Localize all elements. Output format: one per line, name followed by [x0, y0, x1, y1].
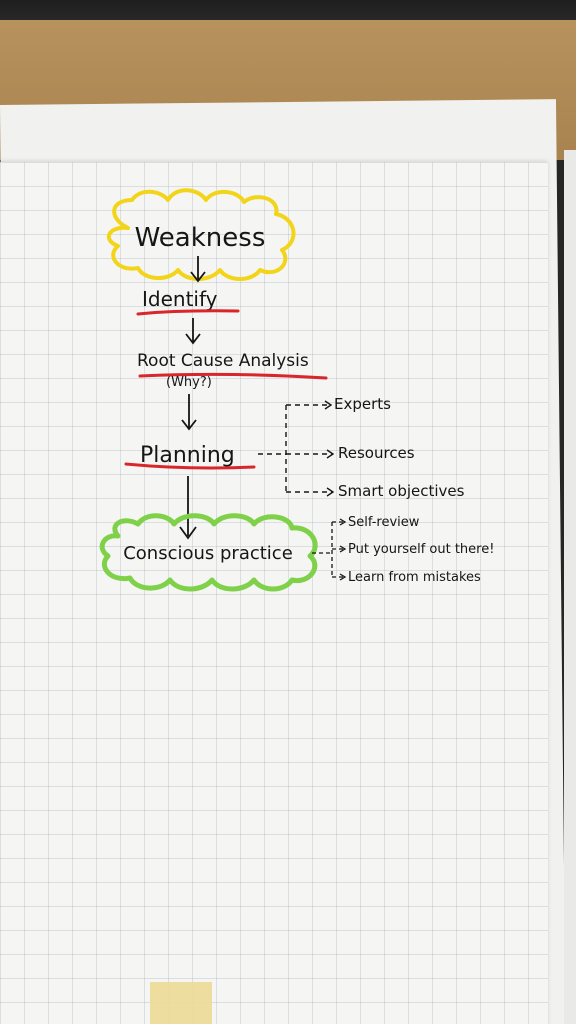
planning-branch-connectors: [258, 404, 332, 493]
practice-branch-connectors: [312, 521, 344, 578]
grid-paper: [0, 162, 548, 1024]
branch-self-review: Self-review: [348, 515, 420, 530]
branch-learn-from-mistakes: Learn from mistakes: [348, 570, 481, 585]
weakness-label: Weakness: [135, 223, 266, 253]
branch-smart-objectives: Smart objectives: [338, 482, 465, 500]
arrow-weakness-to-identify: [190, 256, 206, 283]
planning-branch-arrowheads: [324, 400, 335, 497]
planning-underline: [124, 462, 256, 470]
why-label: (Why?): [166, 375, 212, 390]
arrow-root-cause-to-planning: [181, 394, 197, 431]
side-paper-sheet: [564, 150, 576, 1024]
identify-underline: [136, 309, 240, 316]
practice-green-cloud: [99, 513, 318, 592]
weakness-yellow-cloud: [106, 188, 296, 281]
practice-branch-arrowheads: [339, 518, 347, 581]
planning-label: Planning: [140, 443, 235, 468]
masking-tape: [150, 982, 212, 1024]
root-cause-label: Root Cause Analysis: [137, 351, 309, 371]
root-cause-underline: [138, 372, 328, 380]
identify-label: Identify: [142, 287, 218, 311]
arrow-identify-to-root-cause: [185, 318, 201, 345]
arrow-planning-to-practice: [179, 476, 197, 540]
branch-resources: Resources: [338, 444, 415, 462]
branch-experts: Experts: [334, 395, 391, 413]
conscious-practice-label: Conscious practice: [123, 543, 293, 564]
branch-put-yourself-out-there: Put yourself out there!: [348, 542, 494, 557]
